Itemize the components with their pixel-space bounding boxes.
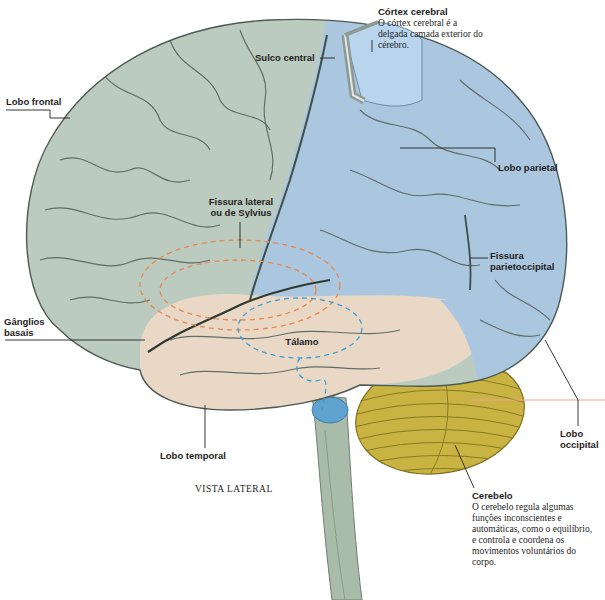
part-label: Sulco central [255, 52, 321, 63]
callout-body: O cerebelo regula algumas funções incons… [472, 502, 596, 568]
callout-heading: Córtex cerebral [378, 6, 488, 17]
callout-body: O córtex cerebral é a delgada camada ext… [378, 18, 483, 51]
part-label: Lobo occipital [560, 428, 602, 450]
view-caption: VISTA LATERAL [195, 484, 295, 494]
callout-heading: Cerebelo [472, 490, 552, 501]
part-label: Lobo frontal [6, 96, 76, 107]
part-label: Tálamo [282, 336, 322, 347]
part-label: Gânglios basais [4, 316, 54, 338]
part-label: Lobo parietal [498, 162, 578, 173]
part-label: Lobo temporal [160, 450, 240, 461]
part-label: Fissura lateral ou de Sylvius [205, 196, 277, 218]
part-label: Fissura parietoccipital [490, 250, 566, 272]
